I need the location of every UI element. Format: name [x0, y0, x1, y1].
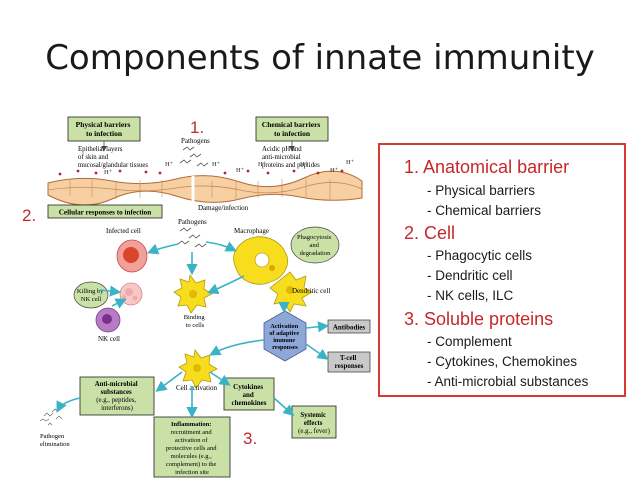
- pathogens-mid-label: Pathogens: [178, 218, 207, 226]
- antimicrobial-label: Anti-microbial substances (e.g., peptide…: [95, 381, 140, 412]
- panel-item-dendritic: - Dendritic cell: [427, 268, 513, 283]
- phagocytosis-bubble: [290, 226, 340, 264]
- pathogen-debris-icon: [39, 408, 63, 426]
- epithelial-layer: [47, 169, 363, 206]
- binding-label: Binding to cells: [184, 314, 207, 329]
- damage-label: Damage/infection: [198, 204, 249, 212]
- svg-text:H⁺: H⁺: [330, 167, 339, 174]
- cellular-responses-label: Cellular responses to infection: [59, 209, 152, 217]
- physical-barriers-label: Physical barriers to infection: [76, 120, 133, 138]
- pathogen-cluster-top: [179, 146, 209, 167]
- panel-item-cytokines: - Cytokines, Chemokines: [427, 354, 578, 369]
- panel-heading-anatomical: 1. Anatomical barrier: [404, 157, 570, 177]
- cell-activation-label: Cell activation: [176, 384, 218, 392]
- adaptive-activation-hexagon: [263, 310, 307, 362]
- svg-text:H⁺: H⁺: [258, 161, 267, 168]
- physical-barriers-box: [67, 116, 141, 142]
- infected-cell-label: Infected cell: [106, 227, 141, 235]
- panel-heading-cell: 2. Cell: [404, 223, 456, 243]
- antimicrobial-box: [79, 376, 155, 416]
- tcell-label: T-cell responses: [335, 354, 364, 370]
- cellular-responses-box: [47, 204, 163, 219]
- section-number-1: 1.: [190, 118, 204, 137]
- epithelial-note: Epithelial layers of skin and mucosal/gl…: [78, 146, 148, 169]
- svg-text:H⁺: H⁺: [212, 161, 221, 168]
- h-plus-labels: H⁺ H⁺ H⁺ H⁺ H⁺ H⁺ H⁺ H⁺: [104, 159, 355, 176]
- systemic-label: Systemic effects (e.g., fever): [298, 412, 330, 435]
- killing-nk-label: Killing by NK cell: [77, 288, 105, 303]
- panel-item-antimicrobial: - Anti-microbial substances: [427, 374, 589, 389]
- adaptive-activation-label: Activation of adaptive immune responses: [269, 323, 301, 351]
- phagocytosis-label: Phagocytosis and degradation: [297, 234, 333, 257]
- slide-title: Components of innate immunity: [45, 38, 595, 78]
- flow-arrows: [56, 241, 330, 419]
- pathogen-elimination-label: Pathogen elimination: [40, 433, 70, 448]
- inflammation-box: [153, 416, 231, 478]
- svg-text:H⁺: H⁺: [165, 161, 174, 168]
- section-number-2: 2.: [22, 206, 36, 225]
- svg-text:H⁺: H⁺: [346, 159, 355, 166]
- binding-cell-icon: [173, 273, 213, 314]
- macrophage-icon: [233, 236, 289, 285]
- pathogens-top-label: Pathogens: [181, 137, 210, 145]
- section-number-3: 3.: [243, 429, 257, 448]
- summary-panel: 1. Anatomical barrier - Physical barrier…: [378, 143, 626, 397]
- chemical-barriers-box: [255, 116, 329, 142]
- dying-cell-icon: [119, 282, 143, 306]
- panel-item-complement: - Complement: [427, 334, 512, 349]
- cytokines-box: [223, 377, 275, 411]
- tissue-arrows: [101, 141, 295, 152]
- tcell-box: [327, 351, 371, 373]
- antibodies-label: Antibodies: [333, 324, 366, 332]
- activated-cell-icon: [178, 348, 218, 389]
- nk-cell-label: NK cell: [98, 335, 120, 343]
- dendritic-cell-label: Dendritic cell: [292, 287, 330, 295]
- infected-cell-icon: [116, 239, 148, 273]
- svg-text:H⁺: H⁺: [300, 161, 309, 168]
- killing-nk-bubble: [73, 281, 109, 309]
- panel-item-nk: - NK cells, ILC: [427, 288, 514, 303]
- macrophage-label: Macrophage: [234, 227, 269, 235]
- nk-cell-icon: [95, 307, 121, 333]
- svg-text:H⁺: H⁺: [104, 169, 113, 176]
- systemic-box: [291, 405, 337, 439]
- pathogen-cluster-mid: [177, 227, 207, 248]
- inflammation-label: Inflammation: recruitment and activation…: [166, 421, 218, 476]
- panel-item-physical-barriers: - Physical barriers: [427, 183, 536, 198]
- svg-text:H⁺: H⁺: [236, 167, 245, 174]
- chemical-barriers-label: Chemical barriers to infection: [262, 120, 322, 138]
- panel-heading-soluble: 3. Soluble proteins: [404, 309, 554, 329]
- panel-item-phagocytic: - Phagocytic cells: [427, 248, 533, 263]
- panel-item-chemical-barriers: - Chemical barriers: [427, 203, 542, 218]
- acidic-note: Acidic pH and anti-microbial proteins an…: [262, 146, 320, 169]
- cytokines-label: Cytokines and chemokines: [232, 383, 267, 407]
